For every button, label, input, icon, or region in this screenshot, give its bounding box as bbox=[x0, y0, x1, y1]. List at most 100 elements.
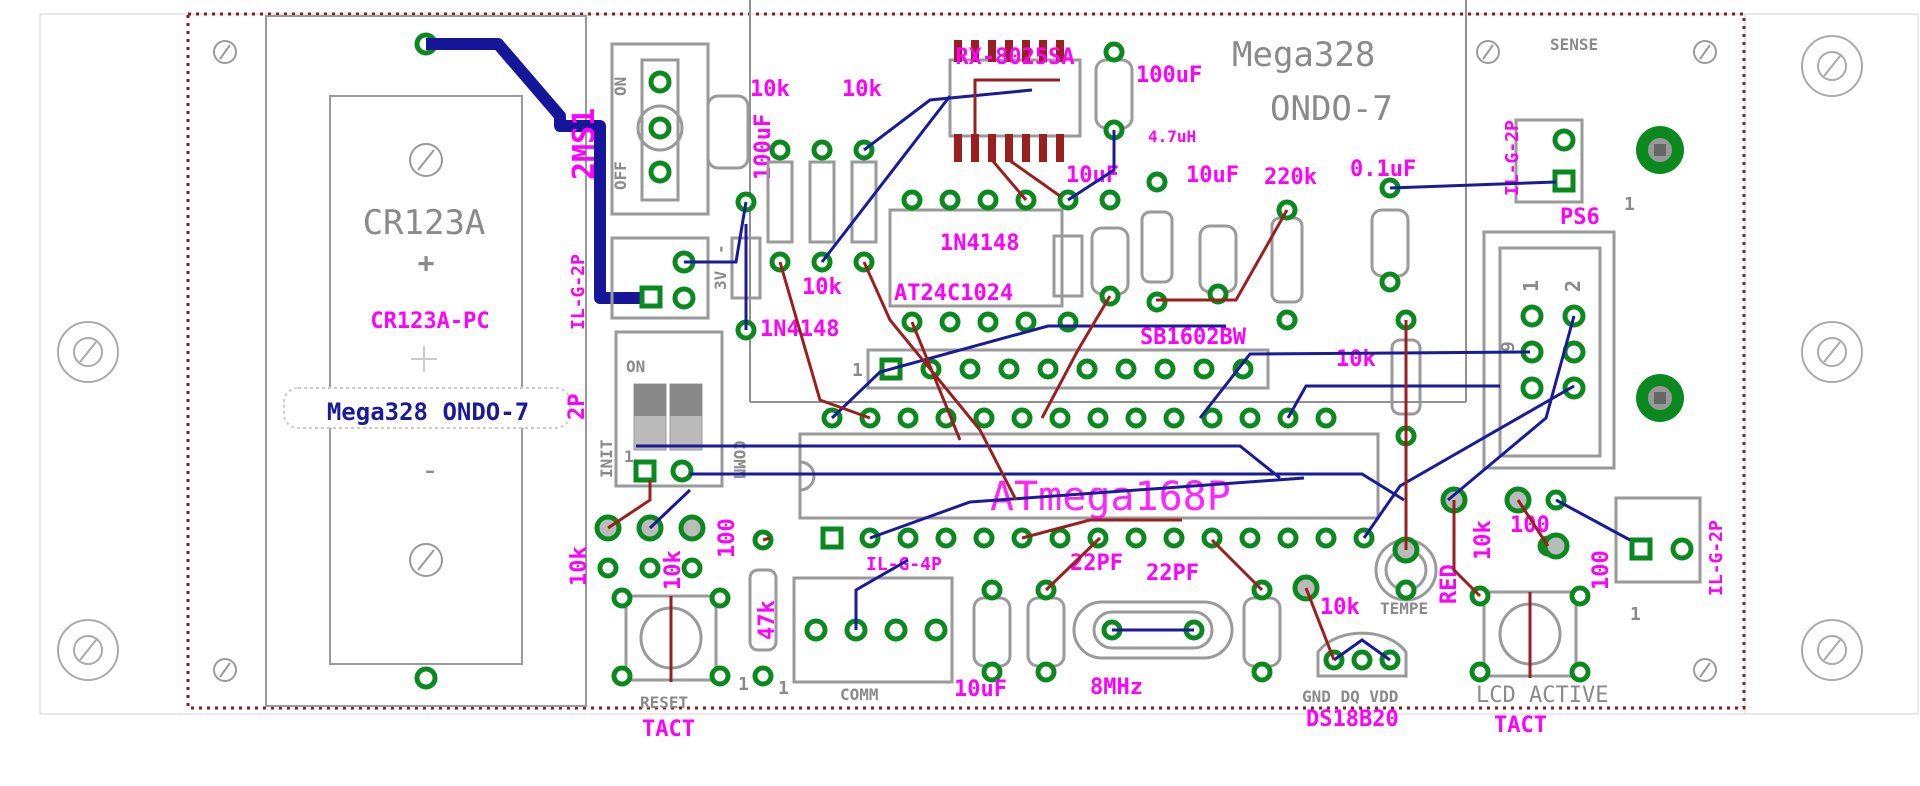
ps6-name: PS6 bbox=[1560, 205, 1600, 230]
comm-name: COMM bbox=[840, 685, 879, 704]
minus-label: - bbox=[711, 244, 730, 254]
right-connector-pin[interactable] bbox=[1670, 537, 1694, 561]
inductor-label: 4.7uH bbox=[1148, 127, 1196, 146]
mounting-hole-icon bbox=[57, 619, 119, 681]
ps6-connector-label: IL-G-2P bbox=[1502, 120, 1523, 196]
diode-label-2: 1N4148 bbox=[940, 231, 1019, 256]
resistor-body bbox=[1140, 210, 1174, 284]
sensor-mount-icon bbox=[1636, 126, 1684, 422]
lcd-active-switch bbox=[1482, 590, 1578, 678]
resistor-10k-label: 10k bbox=[750, 77, 790, 102]
tact-label: TACT bbox=[1494, 713, 1547, 738]
mounting-hole-icon bbox=[1801, 321, 1863, 383]
cap-01uf-label: 0.1uF bbox=[1350, 157, 1416, 182]
switch-name: 2MS1 bbox=[567, 108, 602, 180]
mounting-hole-icon bbox=[57, 321, 119, 383]
reset-pins[interactable] bbox=[611, 587, 731, 687]
red-traces bbox=[607, 78, 1550, 661]
resistor-pin[interactable] bbox=[1146, 171, 1168, 193]
cap-pad[interactable] bbox=[1207, 283, 1229, 305]
reset-switch bbox=[624, 594, 718, 682]
ps6-pin[interactable] bbox=[1552, 169, 1576, 193]
board-name-mirrored: Mega328 ONDO-7 bbox=[327, 398, 529, 426]
comm-pins[interactable] bbox=[804, 618, 948, 642]
resistor-bodies bbox=[766, 160, 878, 244]
dip-switch bbox=[614, 330, 724, 488]
board-outline bbox=[186, 12, 1746, 710]
eeprom-chip bbox=[888, 208, 1064, 308]
rtc-label: RX-8025SA bbox=[955, 45, 1074, 70]
ds18b20-pins-label: GND DQ VDD bbox=[1302, 687, 1398, 706]
switch-pin[interactable] bbox=[648, 160, 672, 184]
lcd-pin1: 1 bbox=[852, 360, 863, 381]
resistor-10k-label: 10k bbox=[661, 550, 686, 590]
dip-name: 2P bbox=[565, 394, 590, 421]
tempe-pad[interactable] bbox=[1395, 579, 1417, 601]
led-red-label: RED bbox=[1437, 564, 1462, 604]
battery-connector-pin[interactable] bbox=[672, 286, 696, 310]
switch-off-label: OFF bbox=[611, 161, 630, 190]
resistor-100-label: 100 bbox=[715, 518, 740, 558]
header-pin9: 9 bbox=[1498, 341, 1519, 352]
ds18b20-pins[interactable] bbox=[1323, 649, 1401, 671]
ps6-connector bbox=[1514, 118, 1584, 204]
resistor-10k-label: 10k bbox=[1336, 347, 1376, 372]
battery-plus: + bbox=[418, 246, 435, 279]
resistor-10k-label: 10k bbox=[802, 275, 842, 300]
comm-connector-label: IL-G-4P bbox=[866, 554, 942, 575]
lcd-pins[interactable] bbox=[920, 358, 1254, 380]
switch-pin[interactable] bbox=[648, 116, 672, 140]
battery-pad[interactable] bbox=[414, 666, 438, 690]
right-connector-pin[interactable] bbox=[1629, 537, 1653, 561]
switch-pin[interactable] bbox=[648, 70, 672, 94]
cap-pad[interactable] bbox=[1379, 271, 1401, 293]
ps6-pin1: 1 bbox=[1624, 194, 1635, 215]
battery-connector bbox=[610, 236, 710, 320]
mcu-pin1[interactable] bbox=[820, 526, 844, 550]
battery-connector-pin[interactable] bbox=[639, 285, 663, 309]
battery-name: CR123A-PC bbox=[370, 309, 489, 334]
ds18b20-label: DS18B20 bbox=[1306, 707, 1399, 732]
battery-trace bbox=[426, 38, 648, 304]
diode-pin[interactable] bbox=[1057, 311, 1079, 333]
lcd-active-pins[interactable] bbox=[1469, 585, 1591, 683]
led-pads[interactable] bbox=[1440, 486, 1570, 560]
header-pin1: 1 bbox=[1519, 280, 1543, 292]
resistor-10k-label: 10k bbox=[1471, 520, 1496, 560]
dip-comm-label: COMM bbox=[730, 440, 749, 479]
corner-hole-icon bbox=[213, 40, 1717, 682]
ps6-pin[interactable] bbox=[1552, 128, 1576, 152]
dip-pin[interactable] bbox=[633, 459, 657, 483]
battery-holder bbox=[265, 15, 587, 707]
crystal bbox=[1072, 600, 1234, 660]
header-pin2: 2 bbox=[1561, 280, 1585, 292]
lcd-active-label: LCD ACTIVE bbox=[1476, 683, 1608, 708]
dip-pin[interactable] bbox=[670, 459, 694, 483]
crystal-label: 8MHz bbox=[1090, 675, 1143, 700]
right-connector-label: IL-G-2P bbox=[1706, 520, 1727, 596]
cap-pad[interactable] bbox=[1099, 189, 1121, 211]
comm-pin1: 1 bbox=[778, 678, 789, 699]
resistor-pin[interactable] bbox=[752, 665, 774, 687]
eeprom-pins[interactable] bbox=[901, 189, 1037, 333]
resistor-100-label: 100 bbox=[1589, 550, 1614, 590]
resistor-220k-label: 220k bbox=[1264, 165, 1317, 190]
resistor-47k-body bbox=[748, 568, 778, 652]
mcu-chip bbox=[798, 432, 1380, 520]
resistor-pin[interactable] bbox=[1146, 291, 1168, 313]
dip-pin1-label: 1 bbox=[624, 447, 634, 466]
battery-minus: - bbox=[421, 453, 439, 488]
cap-pad[interactable] bbox=[1103, 41, 1125, 63]
resistor-47k-pin1: 1 bbox=[738, 674, 749, 695]
blue-traces bbox=[636, 88, 1631, 662]
resistor-10k-label: 10k bbox=[567, 546, 592, 586]
board-title-1: Mega328 bbox=[1232, 35, 1375, 75]
right-connector bbox=[1614, 496, 1702, 584]
lcd-header bbox=[866, 348, 1270, 390]
resistor-pin[interactable] bbox=[1276, 309, 1298, 331]
right-connector-pin1: 1 bbox=[1630, 604, 1641, 625]
mounting-hole-icon bbox=[1801, 619, 1863, 681]
cap-22pf-label: 22PF bbox=[1146, 561, 1199, 586]
reset-label: RESET bbox=[640, 693, 688, 712]
